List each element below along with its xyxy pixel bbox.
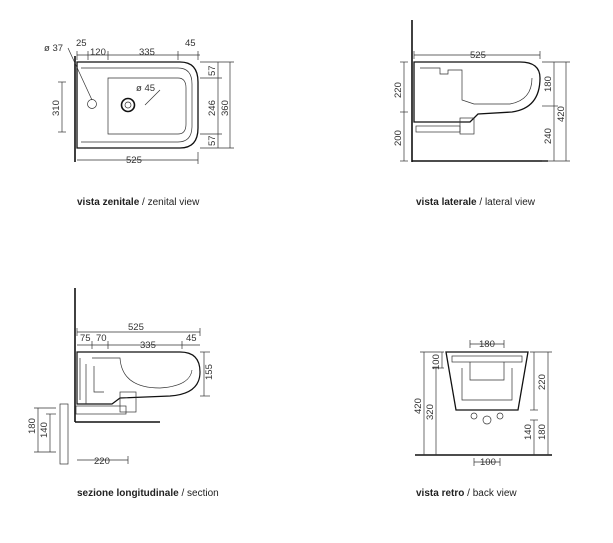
bowl-section (92, 357, 193, 389)
dim-525: 525 (126, 155, 142, 166)
dim-246: 246 (207, 100, 218, 116)
caption-lateral-rest: lateral view (484, 197, 535, 208)
dim-240: 240 (543, 128, 554, 144)
dim-180: 180 (27, 418, 38, 434)
back-view-drawing (415, 340, 552, 466)
dim-75: 75 (80, 333, 91, 344)
dim-155: 155 (204, 364, 215, 380)
tap-hole-inner (124, 101, 132, 109)
dim-420: 420 (556, 106, 567, 122)
lateral-view-drawing (400, 20, 570, 162)
bowl-rim (81, 67, 193, 143)
rim-band (451, 355, 523, 363)
dim-220: 220 (94, 456, 110, 467)
dim-360: 360 (220, 100, 231, 116)
dim-180-bottom: 180 (537, 424, 548, 440)
tap-hole (120, 97, 136, 113)
bidet-section (76, 351, 201, 405)
dim-525: 525 (128, 322, 144, 333)
bidet-back-outline (445, 351, 529, 411)
caption-section-view: sezione longitudinale / section (77, 488, 219, 499)
dim-45: 45 (186, 333, 197, 344)
dim-310: 310 (51, 100, 62, 116)
caption-back-bold: vista retro (416, 488, 465, 499)
caption-separator: / (178, 488, 188, 499)
dim-57-top: 57 (207, 65, 218, 76)
caption-back-rest: back view (472, 488, 517, 499)
caption-zenital-bold: vista zenitale (77, 197, 140, 208)
bidet-profile (413, 61, 541, 123)
dim-220: 220 (537, 374, 548, 390)
dim-335: 335 (139, 47, 155, 58)
caption-lateral-view: vista laterale / lateral view (416, 197, 535, 208)
caption-separator: / (464, 488, 473, 499)
zenital-view-drawing (58, 47, 234, 164)
dim-335: 335 (140, 340, 156, 351)
dim-120: 120 (90, 47, 106, 58)
caption-zenital-rest: zenital view (147, 197, 200, 208)
dim-100-bottom: 100 (480, 457, 496, 468)
caption-lateral-bold: vista laterale (416, 197, 477, 208)
dim-45: 45 (185, 38, 196, 49)
drain-connector (75, 405, 127, 415)
dim-220: 220 (393, 82, 404, 98)
drain-pipe-section (59, 403, 69, 465)
drain-pipe (415, 125, 461, 133)
dim-57-bottom: 57 (207, 135, 218, 146)
dim-320: 320 (425, 404, 436, 420)
back-recess (469, 362, 505, 381)
caption-section-bold: sezione longitudinale (77, 488, 179, 499)
bidet-outline-top (76, 61, 199, 149)
bidet-inner-profile (420, 67, 533, 105)
water-channels (79, 358, 104, 404)
hole-leader (67, 47, 93, 101)
caption-zenital-view: vista zenitale / zenital view (77, 197, 199, 208)
drain-hole (482, 415, 492, 425)
dim-140: 140 (39, 422, 50, 438)
dim-200: 200 (393, 130, 404, 146)
caption-section-rest: section (187, 488, 219, 499)
dim-70: 70 (96, 333, 107, 344)
caption-separator: / (139, 197, 148, 208)
dim-420: 420 (413, 398, 424, 414)
dim-140: 140 (523, 424, 534, 440)
inner-bowl (107, 77, 187, 135)
back-recess-outer (461, 368, 513, 401)
dim-hole-diameter: ø 37 (44, 43, 63, 54)
section-view-drawing (34, 288, 210, 465)
trap-section (119, 391, 137, 413)
dim-25: 25 (76, 38, 87, 49)
dim-180: 180 (543, 76, 554, 92)
dim-100-top: 100 (431, 354, 442, 370)
dim-tap-diameter: ø 45 (136, 83, 155, 94)
fixing-hole-right (496, 412, 504, 420)
dim-525: 525 (470, 50, 486, 61)
fixing-hole-left (470, 412, 478, 420)
dim-180: 180 (479, 339, 495, 350)
caption-back-view: vista retro / back view (416, 488, 517, 499)
trap (459, 117, 475, 135)
caption-separator: / (476, 197, 485, 208)
